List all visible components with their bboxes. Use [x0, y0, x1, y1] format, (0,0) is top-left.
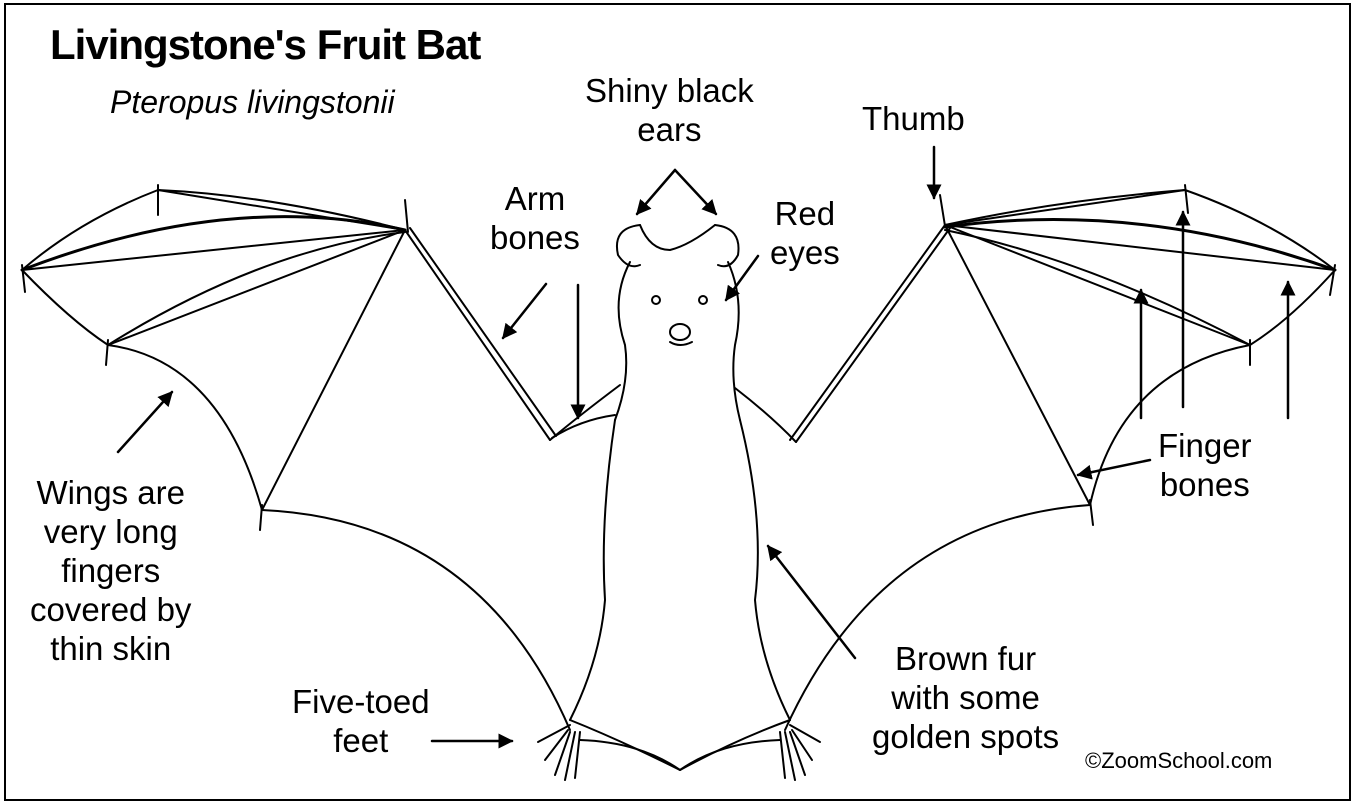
credit-text: ©ZoomSchool.com — [1085, 748, 1272, 774]
thumb-label: Thumb — [862, 100, 965, 139]
ears-arrow-right — [675, 170, 716, 214]
eyes-arrow — [726, 256, 758, 300]
bat-body — [570, 225, 790, 770]
right-foot — [780, 725, 820, 780]
diagram-title: Livingstone's Fruit Bat — [50, 20, 480, 70]
feet-label: Five-toed feet — [292, 683, 430, 761]
species-name: Pteropus livingstonii — [110, 84, 395, 122]
finger-bones-arrow-4 — [1078, 460, 1150, 475]
ears-arrow-left — [637, 170, 675, 214]
left-foot — [538, 725, 580, 780]
fur-label: Brown fur with some golden spots — [872, 640, 1059, 757]
ears-label: Shiny black ears — [585, 72, 754, 150]
wings-label: Wings are very long fingers covered by t… — [30, 474, 191, 669]
eyes-label: Red eyes — [770, 195, 840, 273]
arm-bones-label: Arm bones — [490, 180, 580, 258]
arm-bones-arrow-1 — [503, 284, 546, 338]
fur-arrow — [768, 546, 855, 658]
wings-arrow — [118, 392, 172, 452]
finger-bones-label: Finger bones — [1158, 427, 1252, 505]
